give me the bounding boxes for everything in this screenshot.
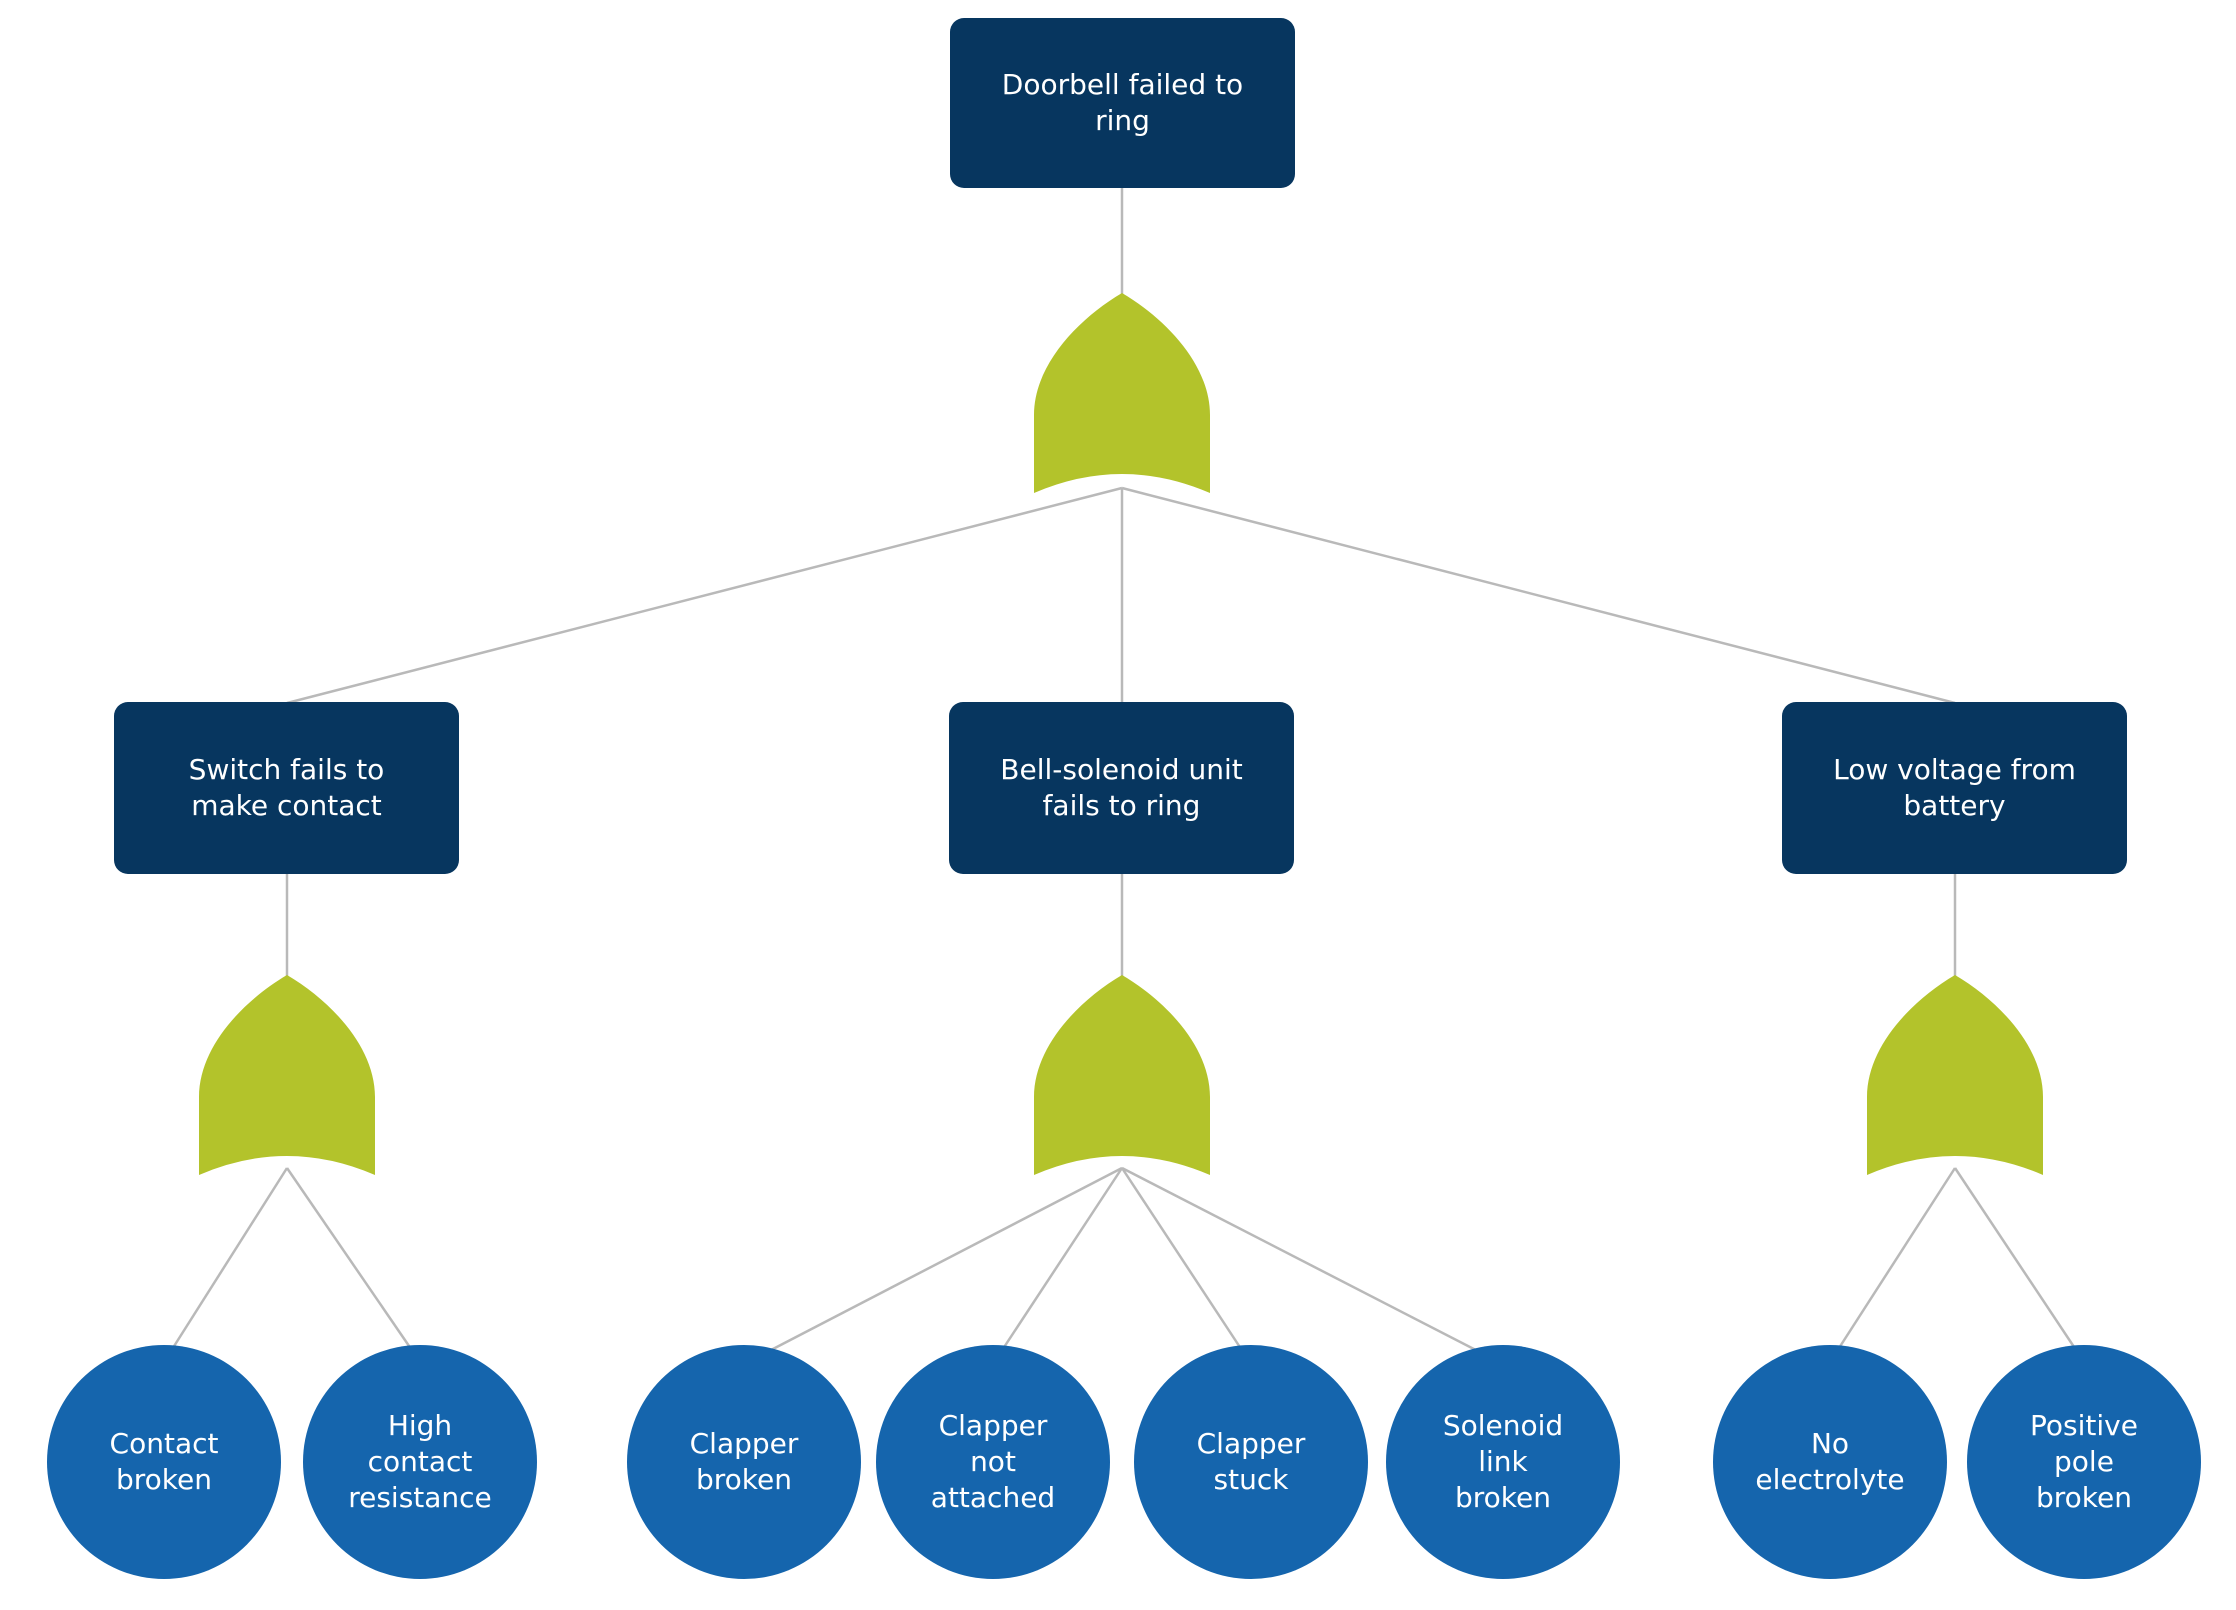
intermediate-event-label: Switch fails to make contact [188, 753, 385, 822]
connector-line [743, 1166, 1123, 1366]
connector-line [286, 486, 1123, 705]
connector-line [1828, 1167, 1957, 1363]
basic-event-label: High contact resistance [348, 1409, 492, 1514]
or-gate-icon [1867, 975, 2043, 1175]
basic-event-label: Positive pole broken [2030, 1409, 2138, 1514]
intermediate-event-box-switch: Switch fails to make contact [114, 702, 459, 874]
basic-event-label: Solenoid link broken [1442, 1409, 1564, 1514]
basic-event-circle-positive-pole-broken: Positive pole broken [1967, 1345, 2201, 1579]
root-event-box: Doorbell failed to ring [950, 18, 1295, 188]
basic-event-circle-high-contact-resistance: High contact resistance [303, 1345, 537, 1579]
basic-event-circle-clapper-broken: Clapper broken [627, 1345, 861, 1579]
connector-line [285, 1167, 422, 1363]
root-event-label: Doorbell failed to ring [1001, 68, 1244, 137]
or-gate-icon [1034, 975, 1210, 1175]
intermediate-event-label: Bell-solenoid unit fails to ring [1000, 753, 1243, 822]
connector-line [1953, 1167, 2086, 1363]
basic-event-label: Contact broken [109, 1427, 219, 1496]
connector-line [1121, 486, 1956, 705]
basic-event-circle-clapper-stuck: Clapper stuck [1134, 1345, 1368, 1579]
intermediate-event-label: Low voltage from battery [1833, 753, 2076, 822]
intermediate-event-box-low-voltage: Low voltage from battery [1782, 702, 2127, 874]
intermediate-event-box-bell-solenoid: Bell-solenoid unit fails to ring [949, 702, 1294, 874]
connector-line [162, 1167, 289, 1363]
basic-event-circle-clapper-not-attached: Clapper not attached [876, 1345, 1110, 1579]
basic-event-label: Clapper broken [689, 1427, 799, 1496]
basic-event-circle-no-electrolyte: No electrolyte [1713, 1345, 1947, 1579]
basic-event-label: No electrolyte [1755, 1427, 1905, 1496]
or-gate-icon [1034, 293, 1210, 493]
basic-event-label: Clapper stuck [1196, 1427, 1306, 1496]
basic-event-label: Clapper not attached [930, 1409, 1056, 1514]
connector-line [991, 1167, 1124, 1365]
basic-event-circle-contact-broken: Contact broken [47, 1345, 281, 1579]
basic-event-circle-solenoid-link-broken: Solenoid link broken [1386, 1345, 1620, 1579]
connector-line [1121, 1166, 1504, 1366]
or-gate-icon [199, 975, 375, 1175]
connector-line [1120, 1167, 1253, 1365]
